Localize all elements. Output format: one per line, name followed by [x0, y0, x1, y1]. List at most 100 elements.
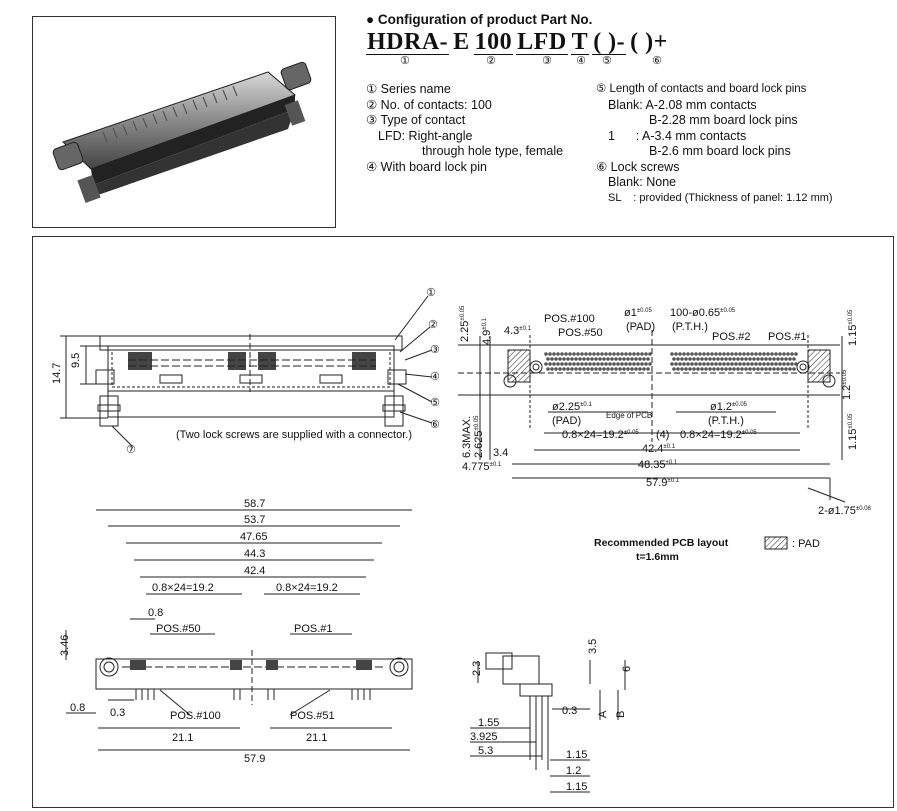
rsv-dim-1-15a: 1.15: [566, 749, 587, 761]
pcb-pin-hole: [614, 357, 618, 361]
config-item: SL : provided (Thickness of panel: 1.12 …: [608, 191, 833, 204]
pcb-pin-hole: [728, 367, 732, 371]
config-item: Blank: A-2.08 mm contacts: [608, 97, 757, 112]
pcb-pin-hole: [724, 357, 728, 361]
pcb-pin-hole: [750, 352, 754, 356]
pcb-pin-hole: [566, 367, 570, 371]
pcb-pin-hole: [632, 352, 636, 356]
pcb-pin-hole: [560, 352, 564, 356]
fv-dim-0-3: 0.3: [110, 707, 125, 719]
pcb-pin-hole: [572, 352, 576, 356]
pcb-pin-hole: [580, 352, 584, 356]
pcb-pin-hole: [600, 362, 604, 366]
pcb-pin-hole: [716, 357, 720, 361]
pcb-pin-hole: [630, 367, 634, 371]
pcb-pin-hole: [752, 357, 756, 361]
pcb-pin-hole: [586, 367, 590, 371]
pcb-pin-hole: [740, 357, 744, 361]
fv-dim-53-7: 53.7: [244, 514, 265, 526]
callout-2: ②: [428, 319, 438, 331]
pcb-pin-hole: [714, 352, 718, 356]
fv-dim-0-8b: 0.8: [70, 702, 85, 714]
pcb-pin-hole: [674, 352, 678, 356]
pcb-pin-hole: [550, 367, 554, 371]
pcb-pin-hole: [604, 352, 608, 356]
config-left-list: ① Series name ② No. of contacts: 100 ③ T…: [366, 82, 563, 175]
pcb-pin-hole: [780, 357, 784, 361]
pcb-pin-hole: [754, 352, 758, 356]
pcb-pin-hole: [718, 352, 722, 356]
pcb-pin-hole: [708, 357, 712, 361]
pcb-pin-hole: [690, 352, 694, 356]
pcb-pin-hole: [564, 362, 568, 366]
pcb-pin-hole: [686, 362, 690, 366]
pcb-pin-hole: [680, 367, 684, 371]
pcb-pin-hole: [626, 367, 630, 371]
pcb-pin-hole: [780, 367, 784, 371]
pcb-d424: 42.4±0.1: [642, 443, 676, 455]
pcb-pin-hole: [764, 367, 768, 371]
configuration-heading: ● Configuration of product Part No.: [366, 12, 593, 27]
pcb-pin-hole: [546, 357, 550, 361]
pcb-pin-hole: [690, 362, 694, 366]
config-item: ④ With board lock pin: [366, 159, 487, 174]
pcb-pin-hole: [738, 362, 742, 366]
pcb-pin-hole: [630, 357, 634, 361]
pcb-pin-hole: [592, 352, 596, 356]
pcb-pin-hole: [708, 367, 712, 371]
pcb-pin-hole: [768, 367, 772, 371]
pcb-pin-hole: [554, 367, 558, 371]
pcb-pin-hole: [728, 357, 732, 361]
pcb-pin-hole: [590, 367, 594, 371]
pcb-pin-hole: [670, 362, 674, 366]
pcb-pin-hole: [786, 362, 790, 366]
connector-photo-illustration: [52, 61, 312, 204]
pcb-pin-hole: [642, 357, 646, 361]
pcb-pin-hole: [782, 362, 786, 366]
pcb-pin-hole: [626, 357, 630, 361]
front-view: [65, 509, 413, 751]
pcb-pin-hole: [770, 362, 774, 366]
config-item: 1 : A-3.4 mm contacts: [608, 128, 747, 143]
pcb-pin-hole: [720, 367, 724, 371]
pcb-pin-hole: [782, 352, 786, 356]
pcb-pin-hole: [792, 367, 796, 371]
pcb-pin-hole: [766, 352, 770, 356]
pcb-pin-hole: [744, 357, 748, 361]
pcb-pin-hole: [722, 362, 726, 366]
pcb-pin-hole: [752, 367, 756, 371]
pcb-pin-hole: [702, 352, 706, 356]
pcb-pin-hole: [772, 357, 776, 361]
pcb-pin-hole: [612, 362, 616, 366]
fv-dim-58-7: 58.7: [244, 498, 265, 510]
pcb-pin-hole: [722, 352, 726, 356]
pcb-pin-hole: [738, 352, 742, 356]
pcb-pin-hole: [642, 367, 646, 371]
pcb-layout: [458, 330, 846, 503]
pcb-pin-hole: [778, 352, 782, 356]
pcb-pin-hole: [636, 352, 640, 356]
pcb-pin-hole: [774, 362, 778, 366]
pcb-pin-hole: [594, 357, 598, 361]
pad-legend-swatch: [764, 536, 788, 550]
pcb-pin-hole: [586, 357, 590, 361]
pcb-pin-hole: [730, 362, 734, 366]
pcb-pin-hole: [710, 352, 714, 356]
pcb-pin-hole: [794, 362, 798, 366]
pcb-phi1: ø1±0.05: [624, 307, 652, 319]
config-item: ⑥ Lock screws: [596, 159, 680, 174]
pcb-d63: 6.3MAX.: [461, 416, 473, 458]
pcb-pin-hole: [636, 362, 640, 366]
rsv-dim-6: 6: [621, 666, 633, 672]
pcb-pad2: (PAD): [552, 415, 581, 427]
pcb-pin-hole: [686, 352, 690, 356]
pcb-pin-hole: [710, 362, 714, 366]
pcb-pin-hole: [694, 362, 698, 366]
pcb-caption-sub: t=1.6mm: [636, 551, 679, 563]
rsv-dim-0-3: 0.3: [562, 705, 577, 717]
pcb-pin-hole: [570, 357, 574, 361]
callout-7: ⑦: [126, 444, 136, 456]
pcb-pad: (PAD): [626, 321, 655, 333]
configuration-section: ● Configuration of product Part No. HDRA…: [366, 12, 886, 69]
